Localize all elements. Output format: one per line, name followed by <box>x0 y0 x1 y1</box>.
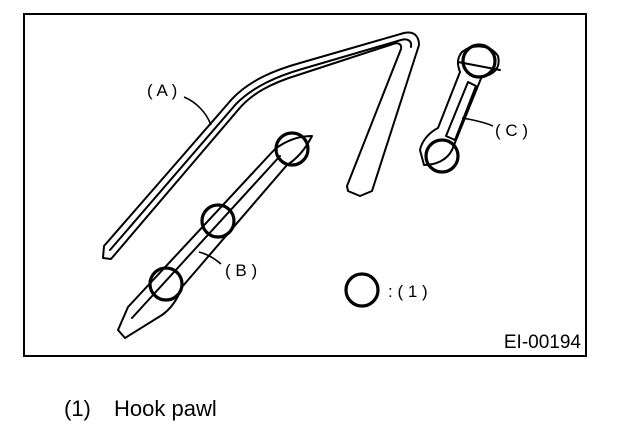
clip-part-c <box>419 45 501 166</box>
caption-text: Hook pawl <box>114 396 217 421</box>
legend-ring-symbol <box>344 272 380 308</box>
hook-pawl-ring-b-top <box>274 131 310 167</box>
leader-line-c <box>461 117 494 127</box>
hook-pawl-ring-b-middle <box>200 203 236 239</box>
label-part-a: ( A ) <box>147 81 177 100</box>
caption-number: (1) <box>64 396 91 421</box>
legend-symbol-text: : ( 1 ) <box>388 282 428 301</box>
figure-code: EI-00194 <box>504 332 582 353</box>
diagram-frame <box>23 13 587 357</box>
hook-pawl-ring-c-bottom <box>424 138 460 174</box>
hook-pawl-ring-c-top <box>461 43 497 79</box>
molding-part-b <box>117 135 313 339</box>
molding-part-a <box>102 31 420 260</box>
label-part-c: ( C ) <box>495 121 528 140</box>
label-part-b: ( B ) <box>225 261 257 280</box>
hook-pawl-ring-b-bottom <box>148 266 184 302</box>
leader-line-b <box>198 251 222 265</box>
leader-line-a <box>183 96 212 126</box>
